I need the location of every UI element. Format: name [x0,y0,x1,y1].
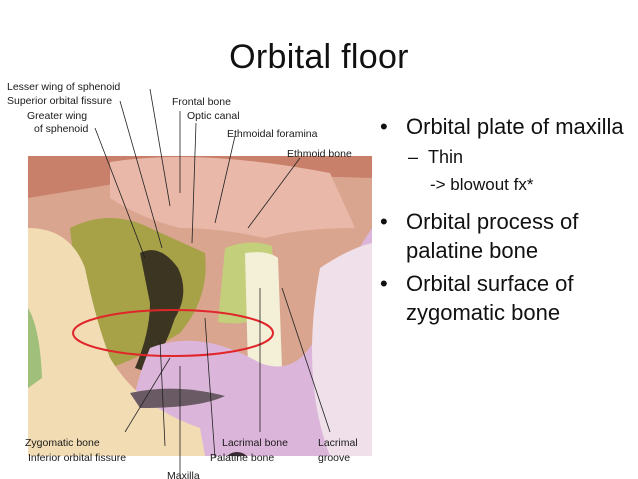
frontal-bone-region [110,156,355,238]
label-lacrimal-bone: Lacrimal bone [222,437,288,449]
sub-bullet-item: – Thin [378,145,628,169]
label-palatine-bone: Palatine bone [210,452,275,464]
label-ethmoidal-foramina: Ethmoidal foramina [227,128,318,140]
infraorbital-foramen [227,452,247,456]
label-superior-orbital-fissure: Superior orbital fissure [7,95,113,107]
bullet-dot: • [380,209,388,234]
bullet-list: • Orbital plate of maxilla – Thin -> blo… [378,112,628,331]
orbit-illustration [28,88,372,478]
lacrimal-region [245,252,282,373]
label-groove: groove [318,452,351,464]
label-lacrimal-groove: Lacrimal [318,437,358,449]
label-inferior-orbital-fissure: Inferior orbital fissure [28,452,127,464]
bullet-text: Orbital process of palatine bone [406,209,579,263]
greater-wing-region [70,218,206,368]
bullet-item: • Orbital surface of zygomatic bone [378,269,628,327]
orbit-figure: Lesser wing of sphenoid Superior orbital… [0,78,372,479]
label-frontal-bone: Frontal bone [172,96,231,108]
label-zygomatic-bone: Zygomatic bone [25,437,100,449]
bullet-dot: • [380,114,388,139]
sub-bullet-dash: – [408,147,419,167]
orbital-floor-highlight [72,309,274,357]
zygomatic-region [28,228,205,456]
bullet-item: • Orbital plate of maxilla [378,112,628,141]
superior-fissure-shape [135,250,184,373]
sub-bullet-note: -> blowout fx* [430,175,534,194]
sub-bullet-text: Thin [428,147,464,167]
label-of-sphenoid: of sphenoid [34,123,89,135]
inferior-fissure-shape [130,388,225,408]
leader-lines [94,88,331,478]
bullet-text: Orbital surface of zygomatic bone [406,271,574,325]
label-optic-canal: Optic canal [187,110,240,122]
bullet-dot: • [380,271,388,296]
label-maxilla-partial: Maxilla [167,470,200,479]
bullet-text: Orbital plate of maxilla [406,114,624,139]
nasal-region [312,243,372,456]
label-greater-wing: Greater wing [27,110,88,122]
slide-title: Orbital floor [229,38,409,76]
left-edge [28,308,42,388]
label-ethmoid-bone: Ethmoid bone [287,148,352,160]
label-lesser-wing: Lesser wing of sphenoid [7,81,121,93]
bullet-item: • Orbital process of palatine bone [378,207,628,265]
